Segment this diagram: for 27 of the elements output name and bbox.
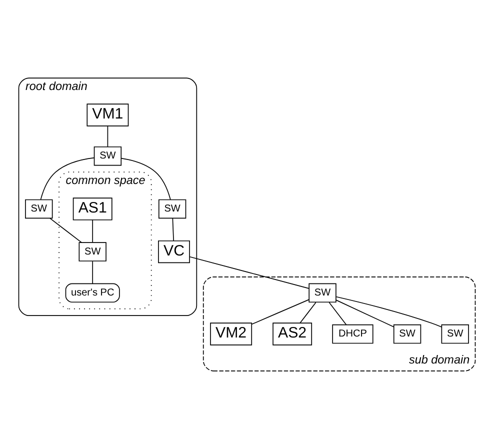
connector: [189, 256, 310, 288]
node-box: VC: [158, 240, 190, 263]
connector: [251, 298, 310, 324]
node-box: user's PC: [65, 282, 120, 302]
connector: [336, 296, 442, 327]
node-box: VM2: [210, 322, 252, 345]
connector: [300, 302, 316, 323]
connector: [92, 219, 94, 242]
connector: [40, 156, 94, 200]
node-box: DHCP: [332, 324, 374, 344]
connector: [92, 260, 94, 284]
node-box: SW: [94, 146, 122, 166]
node-box: SW: [25, 198, 53, 218]
node-box: SW: [393, 324, 422, 344]
connector: [328, 302, 347, 325]
connector: [120, 157, 171, 200]
node-box: SW: [308, 282, 336, 302]
node-box: AS2: [272, 322, 312, 345]
connector: [50, 217, 82, 242]
node-box: SW: [441, 324, 469, 344]
connector: [107, 125, 108, 147]
node-box: SW: [78, 242, 106, 261]
connector: [172, 218, 174, 241]
node-box: AS1: [72, 197, 112, 220]
connector: [336, 299, 394, 327]
node-box: SW: [158, 198, 186, 218]
node-box: VM1: [86, 103, 129, 126]
